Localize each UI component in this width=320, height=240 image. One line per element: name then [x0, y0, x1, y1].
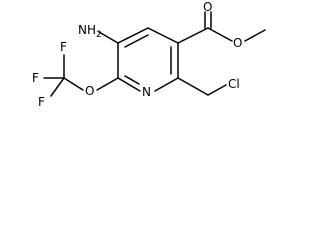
bond-cf3-f-bottom — [50, 77, 65, 97]
bond-c2-carbonyl — [177, 27, 209, 44]
bond-c4-o — [96, 77, 119, 91]
ester-oxygen-label: O — [233, 36, 242, 50]
bond-oester-methyl — [244, 29, 266, 42]
bond-c3-n — [154, 77, 179, 92]
fluorine-top-label: F — [60, 40, 67, 54]
ring-nitrogen-label: N — [142, 85, 151, 99]
bond-c5-c1 — [117, 27, 149, 44]
pyridine-ring — [117, 27, 179, 92]
bond-c5-c1-inner — [124, 34, 149, 48]
bond-c3-ch2 — [177, 77, 209, 96]
fluorine-left-label: F — [32, 71, 39, 85]
amino-label: NH2 — [78, 23, 102, 40]
bond-n-c4-inner — [124, 75, 140, 85]
substituent-bonds — [43, 11, 266, 97]
carbonyl-oxygen-label: O — [203, 0, 212, 14]
bond-carbonyl-oester — [207, 27, 233, 42]
chlorine-label: Cl — [228, 77, 240, 91]
bond-o-cf3 — [63, 77, 84, 91]
atom-labels: NH2 F F F O N Cl O O — [32, 0, 242, 109]
bond-n-c4 — [117, 77, 141, 92]
bond-ch2-cl — [207, 84, 227, 96]
fluorine-bottom-label: F — [38, 95, 45, 109]
molecule-structure: NH2 F F F O N Cl O O — [32, 0, 266, 109]
bond-c1-c2 — [147, 27, 179, 44]
bond-c5-nh2 — [98, 31, 119, 44]
ether-oxygen-label: O — [85, 84, 94, 98]
